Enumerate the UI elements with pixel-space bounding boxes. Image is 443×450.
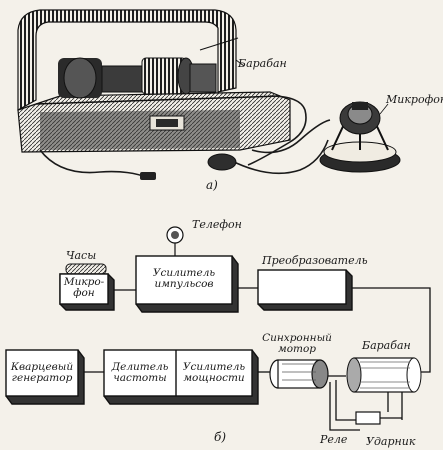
block-quartz-generator xyxy=(5,349,85,405)
label-synchronous-motor: Синхронный мотор xyxy=(262,332,332,355)
small-device xyxy=(207,153,237,171)
cables xyxy=(39,95,331,179)
label-pulse-amplifier: Усилитель импульсов xyxy=(152,267,216,290)
label-power-amplifier: Усилитель мощности xyxy=(182,361,246,384)
cabinet xyxy=(17,9,291,153)
synchronous-motor xyxy=(269,359,329,389)
block-clock-microphone xyxy=(59,273,115,311)
relay xyxy=(355,411,402,425)
label-microphone-a: Микрофон. xyxy=(386,93,443,106)
label-clock: Часы xyxy=(66,249,97,262)
label-frequency-divider: Делитель частоты xyxy=(111,361,169,384)
label-clock-microphone: Микро- фон xyxy=(63,276,105,299)
label-relay: Реле xyxy=(320,433,348,446)
block-pulse-amplifier xyxy=(135,255,239,313)
label-converter: Преобразователь xyxy=(262,254,368,267)
telephone-icon xyxy=(166,226,184,256)
label-quartz-generator: Кварцевый генератор xyxy=(10,361,74,384)
caption-b: б) xyxy=(214,430,227,444)
block-converter xyxy=(257,269,353,311)
block-divider-amplifier xyxy=(103,349,259,405)
label-telephone: Телефон xyxy=(192,218,242,231)
clock-icon xyxy=(65,263,107,275)
connectors xyxy=(84,287,431,431)
plug xyxy=(140,172,156,180)
label-drum-a: Барабан xyxy=(238,57,287,70)
label-drum-b: Барабан xyxy=(362,339,411,352)
caption-a: а) xyxy=(206,178,218,192)
drum xyxy=(346,357,422,393)
label-striker: Ударник xyxy=(366,435,416,448)
microphone xyxy=(319,101,401,173)
